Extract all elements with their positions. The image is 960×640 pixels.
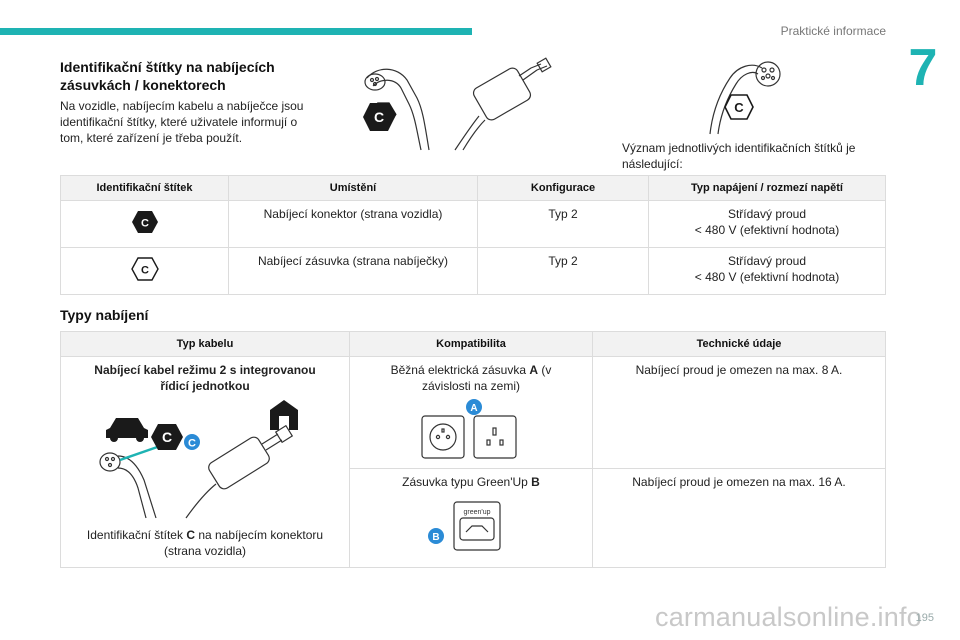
section-name: Praktické informace [780, 24, 886, 38]
header-compatibility: Kompatibilita [349, 331, 593, 357]
cable-type-cell: Nabíjecí kabel režimu 2 s integrovanou ř… [60, 356, 350, 568]
cable-title: Nabíjecí kabel režimu 2 s integrovanou ř… [94, 363, 316, 393]
badge-b-icon: B [428, 528, 444, 544]
badge-c-blue-icon: C [184, 434, 200, 450]
labels-header-location: Umístění [228, 175, 478, 201]
config-cell: Typ 2 [477, 247, 649, 295]
labels-header-config: Konfigurace [477, 175, 649, 201]
charging-table-header-row: Typ kabelu Kompatibilita Technické údaje [60, 331, 886, 357]
socket-uk-icon [473, 415, 517, 459]
charging-types-table: Typ kabelu Kompatibilita Technické údaje… [60, 331, 886, 568]
svg-text:C: C [734, 100, 744, 115]
meaning-text: Význam jednotlivých identifikačních štít… [622, 141, 856, 171]
label-icon-cell: C [60, 247, 229, 295]
compatibility-cell: Zásuvka typu Green'Up B B green'up [349, 468, 593, 568]
labels-header-power: Typ napájení / rozmezí napětí [648, 175, 886, 201]
compatibility-socket-a: Běžná elektrická zásuvka A (v závislosti… [390, 363, 552, 393]
car-icon [106, 418, 148, 442]
power-type: Střídavý proud [727, 254, 807, 268]
power-cell: Střídavý proud < 480 V (efektivní hodnot… [648, 247, 886, 295]
intro-text: Na vozidle, nabíjecím kabelu a nabíječce… [60, 99, 304, 145]
voltage-range: < 480 V (efektivní hodnota) [694, 223, 840, 237]
greenup-label: green'up [463, 509, 490, 516]
charger-connector-illustration [709, 61, 781, 135]
header-cable-type: Typ kabelu [60, 331, 350, 357]
labels-header-label: Identifikační štítek [60, 175, 229, 201]
cable-caption: Identifikační štítek C na nabíjecím kone… [86, 528, 324, 558]
labels-table-header-row: Identifikační štítek Umístění Konfigurac… [60, 175, 886, 201]
svg-text:C: C [374, 109, 384, 125]
socket-fr-icon [421, 415, 465, 459]
intro-badge-c-dark: C [362, 102, 396, 137]
svg-text:C: C [141, 264, 149, 276]
compatibility-greenup-b: Zásuvka typu Green'Up B [402, 475, 540, 489]
badge-c-dark-icon: C [131, 210, 158, 233]
header-accent-bar [0, 28, 472, 35]
technical-cell: Nabíjecí proud je omezen na max. 16 A. [592, 468, 886, 568]
power-type: Střídavý proud [727, 207, 807, 221]
intro-title: Identifikační štítky na nabíjecích zásuv… [60, 59, 275, 93]
chapter-number: 7 [908, 39, 938, 97]
voltage-range: < 480 V (efektivní hodnota) [694, 270, 840, 284]
badge-c-outline-icon: C [130, 256, 159, 281]
power-cell: Střídavý proud < 480 V (efektivní hodnot… [648, 200, 886, 248]
labels-table: Identifikační štítek Umístění Konfigurac… [60, 175, 886, 295]
household-sockets-illustration: A [421, 399, 517, 459]
location-cell: Nabíjecí zásuvka (strana nabíječky) [228, 247, 478, 295]
svg-text:B: B [432, 532, 439, 543]
badge-a-icon: A [466, 399, 482, 415]
intro-badge-c-outline: C [724, 94, 754, 125]
greenup-socket-icon [453, 501, 501, 551]
table-row: Zásuvka typu Green'Up B B green'up Nabíj… [61, 468, 886, 568]
table-row: Nabíjecí kabel režimu 2 s integrovanou ř… [60, 356, 886, 568]
watermark: carmanualsonline.info [655, 602, 922, 632]
svg-text:A: A [470, 403, 477, 414]
config-cell: Typ 2 [477, 200, 649, 248]
badge-c-dark-icon: C [151, 424, 183, 450]
cable-illustration: C C [99, 400, 298, 519]
house-icon [270, 400, 298, 430]
charging-types-title: Typy nabíjení [60, 307, 149, 323]
svg-text:C: C [141, 217, 149, 229]
header-technical: Technické údaje [592, 331, 886, 357]
svg-text:C: C [188, 438, 196, 450]
page-number: 195 [915, 612, 934, 624]
compatibility-cell: Běžná elektrická zásuvka A (v závislosti… [349, 356, 593, 469]
label-icon-cell: C [60, 200, 229, 248]
svg-text:C: C [162, 429, 172, 445]
table-row: C Nabíjecí konektor (strana vozidla) Typ… [60, 200, 886, 248]
greenup-socket-illustration: B green'up [428, 501, 501, 551]
location-cell: Nabíjecí konektor (strana vozidla) [228, 200, 478, 248]
table-row: C Nabíjecí zásuvka (strana nabíječky) Ty… [60, 247, 886, 295]
technical-cell: Nabíjecí proud je omezen na max. 8 A. [592, 356, 886, 469]
